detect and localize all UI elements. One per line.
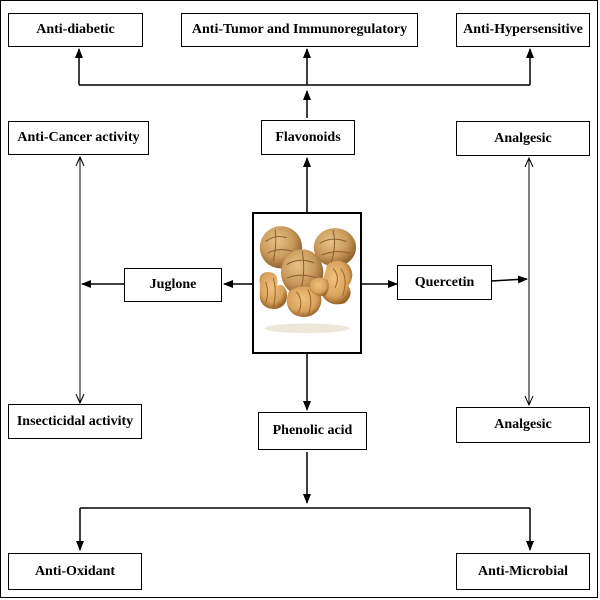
node-quercetin: Quercetin — [397, 265, 492, 300]
node-anti-tumor: Anti-Tumor and Immunoregulatory — [181, 13, 418, 47]
node-anti-hypersensitive: Anti-Hypersensitive — [456, 13, 590, 47]
node-anti-diabetic: Anti-diabetic — [8, 13, 143, 47]
link-quercetin-vertical — [490, 275, 528, 284]
node-analgesic-bottom: Analgesic — [456, 407, 590, 443]
node-juglone: Juglone — [124, 268, 222, 302]
node-insecticidal: Insecticidal activity — [8, 404, 142, 439]
node-phenolic-acid: Phenolic acid — [258, 412, 367, 450]
node-anti-microbial: Anti-Microbial — [456, 553, 590, 590]
node-anti-oxidant: Anti-Oxidant — [8, 553, 142, 590]
node-analgesic-top: Analgesic — [456, 121, 590, 156]
node-anti-cancer: Anti-Cancer activity — [8, 121, 149, 155]
node-flavonoids: Flavonoids — [261, 120, 355, 155]
walnut-image — [252, 212, 362, 354]
walnut-icon — [254, 214, 360, 352]
